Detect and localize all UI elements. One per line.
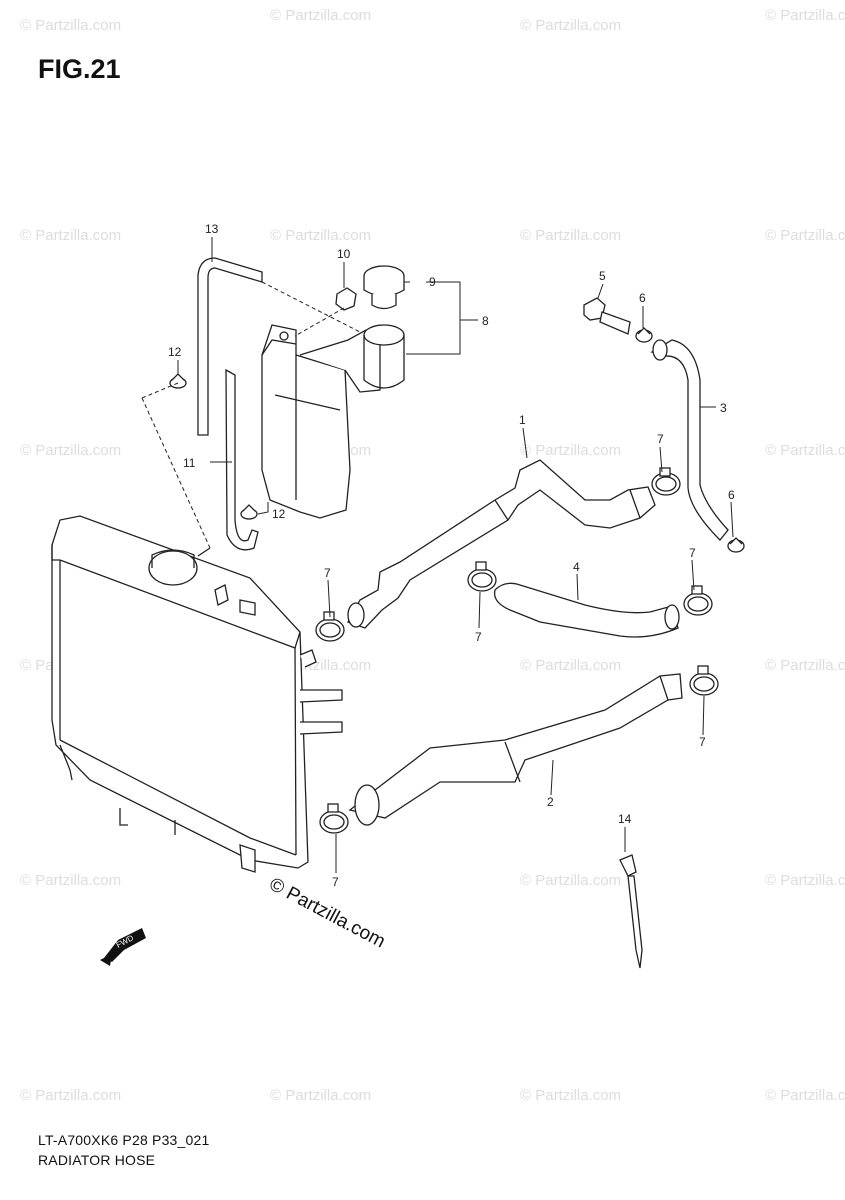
- callout-7: 7: [657, 432, 664, 446]
- callouts: 13 10 9 8 5 6 3 12 11 12 1 7 6 7 4 7 7 7…: [168, 222, 735, 889]
- lower-hose: [348, 673, 683, 826]
- watermark: © Partzilla.com: [20, 442, 121, 459]
- bolt: [335, 287, 357, 311]
- callout-11: 11: [183, 456, 196, 470]
- cable-tie: [619, 854, 643, 969]
- bypass-hose: [650, 339, 729, 541]
- partzilla-watermark: © Partzilla.com: [266, 874, 389, 953]
- upper-hose: [347, 459, 656, 629]
- callout-6-lower: 6: [728, 488, 735, 502]
- callout-10: 10: [337, 247, 351, 261]
- watermark: © Partzilla.com: [20, 1087, 121, 1104]
- hose-clamp: [315, 467, 719, 834]
- watermark: © Partzilla.com: [765, 1087, 845, 1104]
- watermark: © Partzilla.com: [520, 657, 621, 674]
- reservoir-cap: [363, 265, 405, 310]
- watermark: © Partzilla.com: [765, 7, 845, 24]
- watermark: © Partzilla.com: [520, 17, 621, 34]
- figure-title: FIG.21: [38, 54, 121, 84]
- watermark: © Partzilla.com: [520, 227, 621, 244]
- callout-3: 3: [720, 401, 727, 415]
- figure-code: LT-A700XK6 P28 P33_021: [38, 1132, 210, 1148]
- reservoir-tank: [261, 324, 405, 519]
- figure-name: RADIATOR HOSE: [38, 1152, 156, 1168]
- callout-1: 1: [519, 413, 526, 427]
- watermark: © Partzilla.com: [270, 1087, 371, 1104]
- callout-12-lower: 12: [272, 507, 286, 521]
- watermark: © Partzilla.com: [765, 872, 845, 889]
- watermark: © Partzilla.com: [765, 227, 845, 244]
- callout-5: 5: [599, 269, 606, 283]
- watermark: © Partzilla.com: [765, 442, 845, 459]
- middle-hose: [493, 582, 680, 638]
- watermark: © Partzilla.com: [20, 17, 121, 34]
- watermark: © Partzilla.com: [520, 442, 621, 459]
- callout-7: 7: [332, 875, 339, 889]
- watermark: © Partzilla.com: [520, 1087, 621, 1104]
- fwd-arrow-icon: FWD: [100, 928, 146, 966]
- watermark: © Partzilla.com: [520, 872, 621, 889]
- watermark: © Partzilla.com: [765, 657, 845, 674]
- watermark: © Partzilla.com: [270, 227, 371, 244]
- breather-hose: [225, 368, 259, 551]
- callout-2: 2: [547, 795, 554, 809]
- watermark: © Partzilla.com: [20, 227, 121, 244]
- callout-7: 7: [689, 546, 696, 560]
- watermark: © Partzilla.com: [20, 872, 121, 889]
- callout-12: 12: [168, 345, 182, 359]
- radiator: [51, 515, 343, 873]
- callout-7: 7: [699, 735, 706, 749]
- callout-8: 8: [482, 314, 489, 328]
- callout-9: 9: [429, 275, 436, 289]
- callout-7: 7: [324, 566, 331, 580]
- watermark: © Partzilla.com: [270, 7, 371, 24]
- leader-lines: [141, 237, 734, 873]
- callout-4: 4: [573, 560, 580, 574]
- hose-union: [583, 297, 745, 553]
- callout-6: 6: [639, 291, 646, 305]
- callout-14: 14: [618, 812, 632, 826]
- callout-13: 13: [205, 222, 219, 236]
- callout-7: 7: [475, 630, 482, 644]
- clamp-small: [169, 373, 258, 520]
